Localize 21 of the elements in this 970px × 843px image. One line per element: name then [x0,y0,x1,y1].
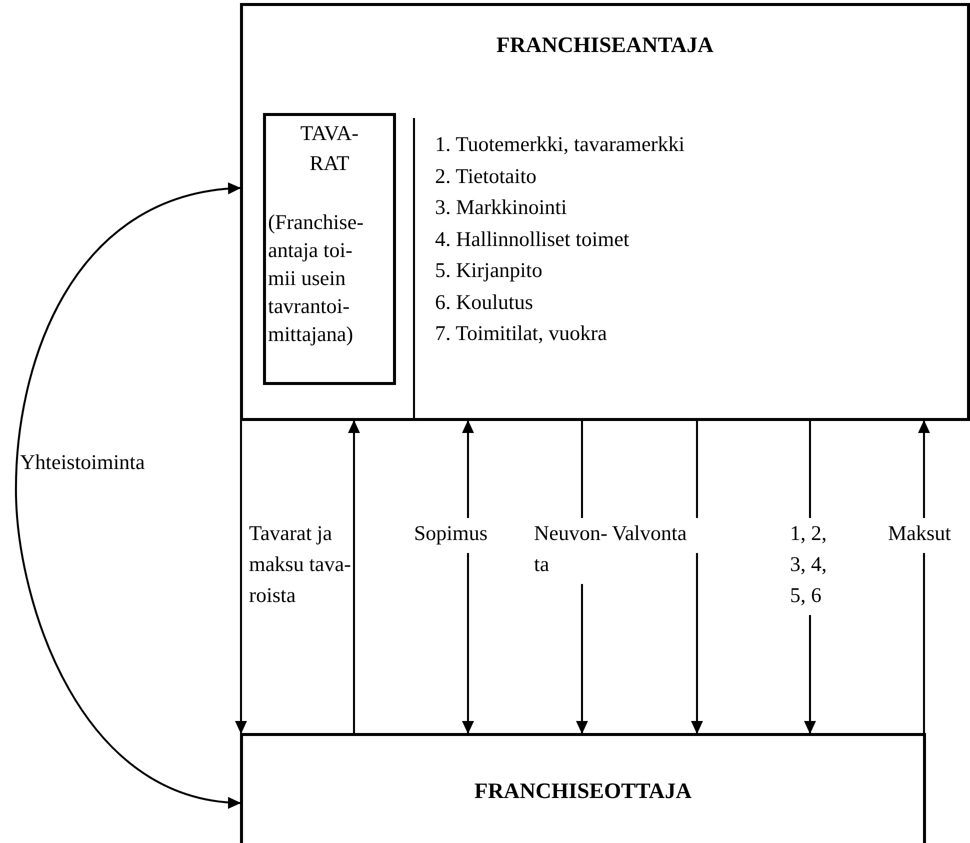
box-title: FRANCHISEANTAJA [495,32,715,58]
list-item: 3. Markkinointi [435,195,567,220]
list-item: 5. Kirjanpito [435,258,542,283]
list-item: 7. Toimitilat, vuokra [435,321,607,346]
process-box [240,733,926,843]
list-item: 2. Tietotaito [435,164,537,188]
box-title: FRANCHISEOTTAJA [473,778,693,804]
list-item: 4. Hallinnolliset toimet [435,226,630,252]
box-heading: TAVA- RAT [299,120,360,177]
arrow [691,421,703,734]
arrow [15,183,241,808]
edge-label: Neuvon- ta [534,518,610,584]
arrow [235,421,247,734]
process-box [263,113,396,385]
process-box [240,3,970,421]
arrow [348,420,360,733]
arrow [462,420,474,734]
list-item: 1. Tuotemerkki, tavaramerkki [435,132,685,157]
box-description: (Franchise- antaja toi- mii usein tavrantoi- mittajana) [268,209,365,348]
list-item: 6. Koulutus [435,290,534,314]
arrow [918,420,930,733]
